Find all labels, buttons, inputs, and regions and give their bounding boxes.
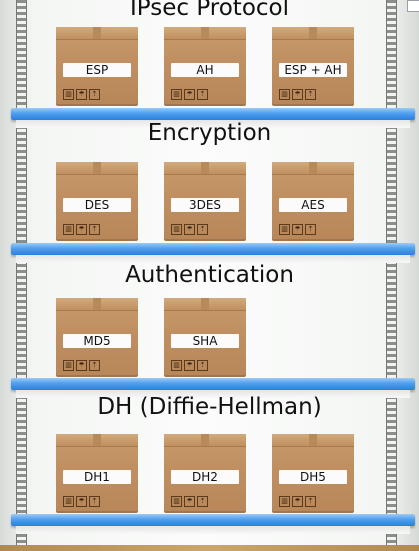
shelf-underside — [16, 526, 410, 534]
box-tape — [93, 162, 101, 174]
this-side-up-icon: ⇡ — [305, 496, 316, 507]
shelf-board — [11, 243, 415, 255]
handling-icons: ▥ ☂ ⇡ — [63, 496, 100, 507]
keep-dry-icon: ☂ — [292, 224, 303, 235]
this-side-up-icon: ⇡ — [89, 89, 100, 100]
fragile-icon: ▥ — [63, 89, 74, 100]
box-label: AES — [279, 198, 347, 212]
this-side-up-icon: ⇡ — [197, 224, 208, 235]
keep-dry-icon: ☂ — [184, 360, 195, 371]
shelf-title-authentication: Authentication — [125, 262, 294, 288]
fragile-icon: ▥ — [171, 89, 182, 100]
shelf-board — [11, 378, 415, 390]
this-side-up-icon: ⇡ — [197, 89, 208, 100]
fragile-icon: ▥ — [63, 496, 74, 507]
fragile-icon: ▥ — [171, 360, 182, 371]
box-tape — [93, 27, 101, 39]
fragile-icon: ▥ — [63, 360, 74, 371]
keep-dry-icon: ☂ — [76, 360, 87, 371]
bottom-edge-strip — [0, 545, 419, 551]
box-tape — [309, 434, 317, 446]
box-tape — [201, 434, 209, 446]
shelf-underside — [16, 120, 410, 128]
this-side-up-icon: ⇡ — [89, 496, 100, 507]
handling-icons: ▥ ☂ ⇡ — [279, 224, 316, 235]
box-tape — [201, 27, 209, 39]
keep-dry-icon: ☂ — [184, 496, 195, 507]
box-label: ESP + AH — [279, 63, 347, 77]
this-side-up-icon: ⇡ — [305, 224, 316, 235]
keep-dry-icon: ☂ — [184, 89, 195, 100]
box-md5[interactable]: MD5 ▥ ☂ ⇡ — [56, 298, 138, 377]
fragile-icon: ▥ — [171, 224, 182, 235]
keep-dry-icon: ☂ — [76, 89, 87, 100]
this-side-up-icon: ⇡ — [197, 496, 208, 507]
box-tape — [309, 162, 317, 174]
shelf-title-encryption: Encryption — [147, 120, 272, 146]
box-label: DH5 — [279, 470, 347, 484]
box-label: DH2 — [171, 470, 239, 484]
box-tape — [309, 27, 317, 39]
left-shelf-rack — [16, 0, 27, 545]
this-side-up-icon: ⇡ — [89, 360, 100, 371]
box-ah[interactable]: AH ▥ ☂ ⇡ — [164, 27, 246, 106]
fragile-icon: ▥ — [279, 89, 290, 100]
box-tape — [93, 298, 101, 310]
shelf-board — [11, 108, 415, 120]
fragile-icon: ▥ — [279, 224, 290, 235]
box-label: DES — [63, 198, 131, 212]
keep-dry-icon: ☂ — [76, 496, 87, 507]
keep-dry-icon: ☂ — [76, 224, 87, 235]
shelf-title-dh-diffie-hellman: DH (Diffie-Hellman) — [97, 394, 322, 420]
box-label: ESP — [63, 63, 131, 77]
handling-icons: ▥ ☂ ⇡ — [279, 89, 316, 100]
shelf-underside — [16, 390, 410, 398]
box-label: SHA — [171, 334, 239, 348]
handling-icons: ▥ ☂ ⇡ — [63, 360, 100, 371]
corner-checkbox[interactable] — [407, 0, 419, 12]
box-tape — [201, 298, 209, 310]
fragile-icon: ▥ — [63, 224, 74, 235]
handling-icons: ▥ ☂ ⇡ — [171, 360, 208, 371]
right-shelf-rack — [386, 0, 397, 545]
box-label: AH — [171, 63, 239, 77]
box-aes[interactable]: AES ▥ ☂ ⇡ — [272, 162, 354, 241]
box-3des[interactable]: 3DES ▥ ☂ ⇡ — [164, 162, 246, 241]
this-side-up-icon: ⇡ — [89, 224, 100, 235]
handling-icons: ▥ ☂ ⇡ — [63, 224, 100, 235]
fragile-icon: ▥ — [171, 496, 182, 507]
box-label: 3DES — [171, 198, 239, 212]
handling-icons: ▥ ☂ ⇡ — [279, 496, 316, 507]
box-dh1[interactable]: DH1 ▥ ☂ ⇡ — [56, 434, 138, 513]
fragile-icon: ▥ — [279, 496, 290, 507]
shelf-title-ipsec-protocol: IPsec Protocol — [129, 0, 290, 21]
box-des[interactable]: DES ▥ ☂ ⇡ — [56, 162, 138, 241]
keep-dry-icon: ☂ — [292, 496, 303, 507]
handling-icons: ▥ ☂ ⇡ — [171, 224, 208, 235]
handling-icons: ▥ ☂ ⇡ — [171, 496, 208, 507]
box-tape — [201, 162, 209, 174]
box-dh5[interactable]: DH5 ▥ ☂ ⇡ — [272, 434, 354, 513]
this-side-up-icon: ⇡ — [197, 360, 208, 371]
box-label: DH1 — [63, 470, 131, 484]
box-label: MD5 — [63, 334, 131, 348]
this-side-up-icon: ⇡ — [305, 89, 316, 100]
box-sha[interactable]: SHA ▥ ☂ ⇡ — [164, 298, 246, 377]
box-dh2[interactable]: DH2 ▥ ☂ ⇡ — [164, 434, 246, 513]
box-esp[interactable]: ESP ▥ ☂ ⇡ — [56, 27, 138, 106]
box-esp-ah[interactable]: ESP + AH ▥ ☂ ⇡ — [272, 27, 354, 106]
box-tape — [93, 434, 101, 446]
keep-dry-icon: ☂ — [184, 224, 195, 235]
shelf-underside — [16, 255, 410, 263]
shelf-board — [11, 514, 415, 526]
keep-dry-icon: ☂ — [292, 89, 303, 100]
handling-icons: ▥ ☂ ⇡ — [63, 89, 100, 100]
handling-icons: ▥ ☂ ⇡ — [171, 89, 208, 100]
